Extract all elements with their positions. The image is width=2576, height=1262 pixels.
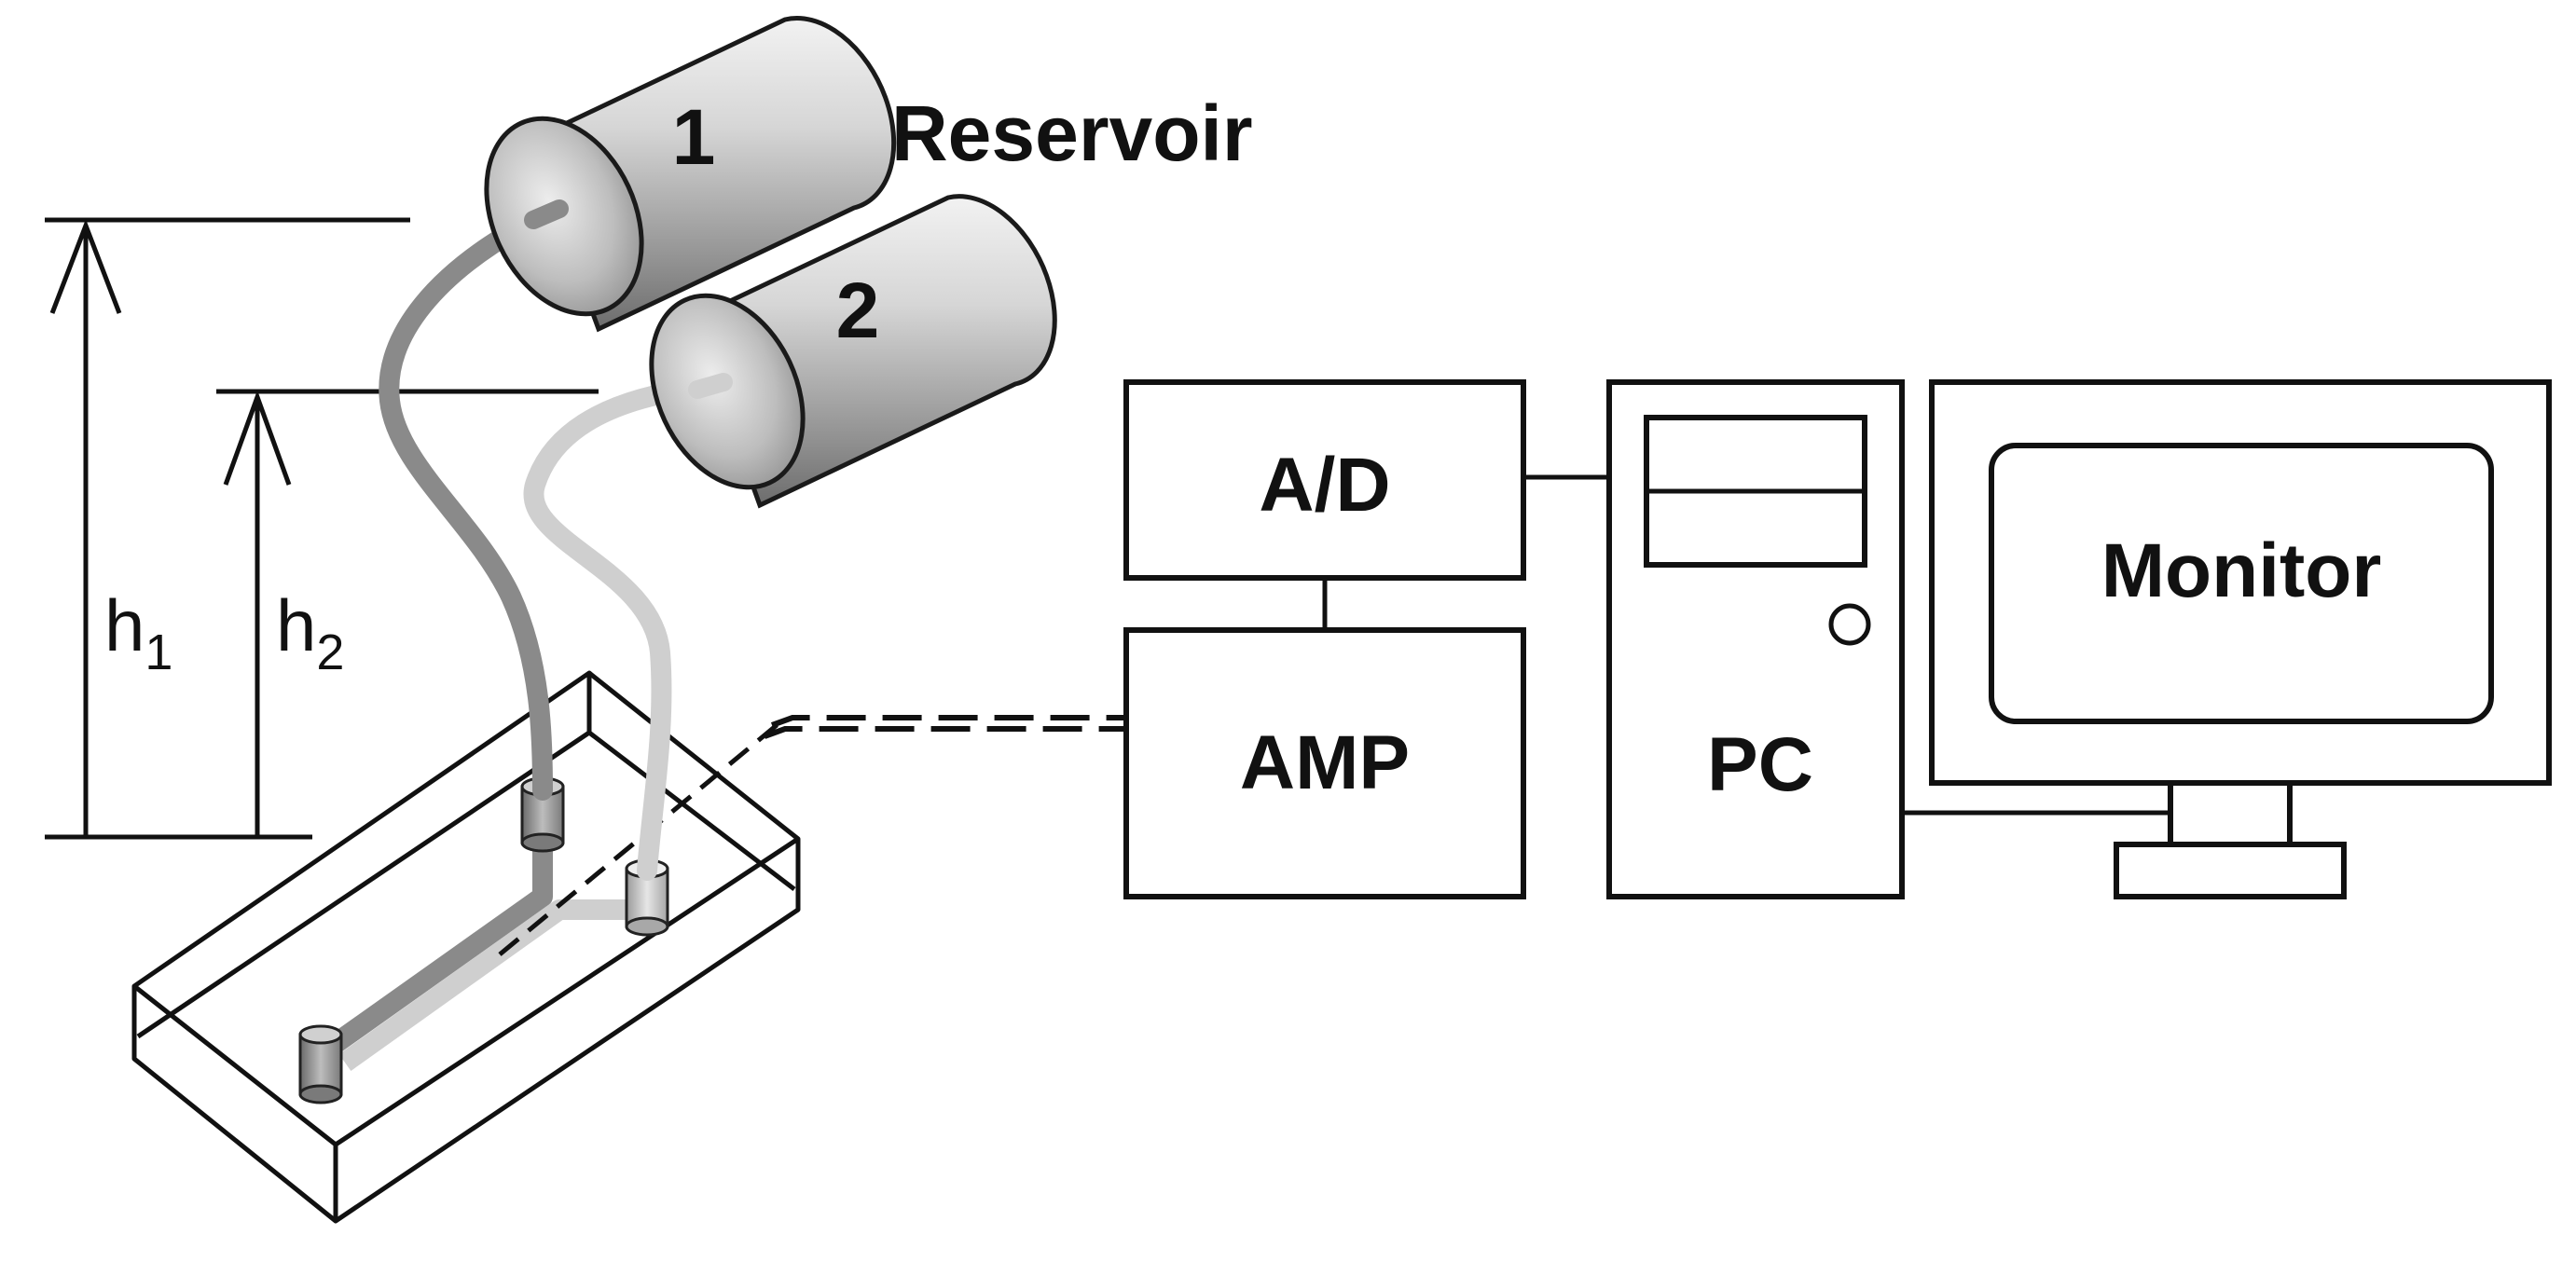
tube-1 [379,210,553,801]
h2-arrow-head [223,390,292,486]
signal-lead-upper [770,715,1126,728]
monitor-screen [1989,443,2494,724]
chip-top-face [131,670,801,1147]
channel-2 [338,899,647,1071]
h1-arrow-head [49,219,122,314]
chip-inner-line-back [136,730,591,1039]
amplifier-block: AMP [1123,627,1526,899]
chip-inner-line-right [587,731,796,891]
reservoir-2: 2 [649,194,1057,509]
microfluidic-chip [131,670,801,1224]
pc-power-button [1828,603,1871,646]
monitor: Monitor [1929,379,2552,899]
channel-1 [318,811,553,1060]
reservoir-2-number: 2 [836,267,880,354]
amp-label: AMP [1240,720,1410,805]
pc-tower: PC [1606,379,1905,899]
ad-converter-block: A/D [1123,379,1526,581]
outlet-port [298,1024,343,1104]
reservoir-1-number: 1 [672,93,716,181]
amp-box [1123,627,1526,899]
h2-label: h2 [276,584,344,680]
reservoir-1: 1 [484,15,897,333]
height-h2-marker: h2 [216,389,599,837]
electrode-lead [498,720,783,956]
monitor-label: Monitor [2101,528,2382,613]
height-h1-marker: h1 [45,217,410,840]
tube-2 [523,377,708,881]
ad-label: A/D [1259,443,1390,528]
monitor-base [2114,842,2347,899]
chip-sides [131,839,801,1224]
pc-label: PC [1707,722,1813,807]
reservoir-2-cap [649,293,806,490]
signal-lead-lower [763,726,1126,739]
ad-box [1123,379,1526,581]
reservoir-label: Reservoir [891,89,1253,177]
monitor-neck [2168,780,2293,847]
h1-label: h1 [104,584,172,680]
